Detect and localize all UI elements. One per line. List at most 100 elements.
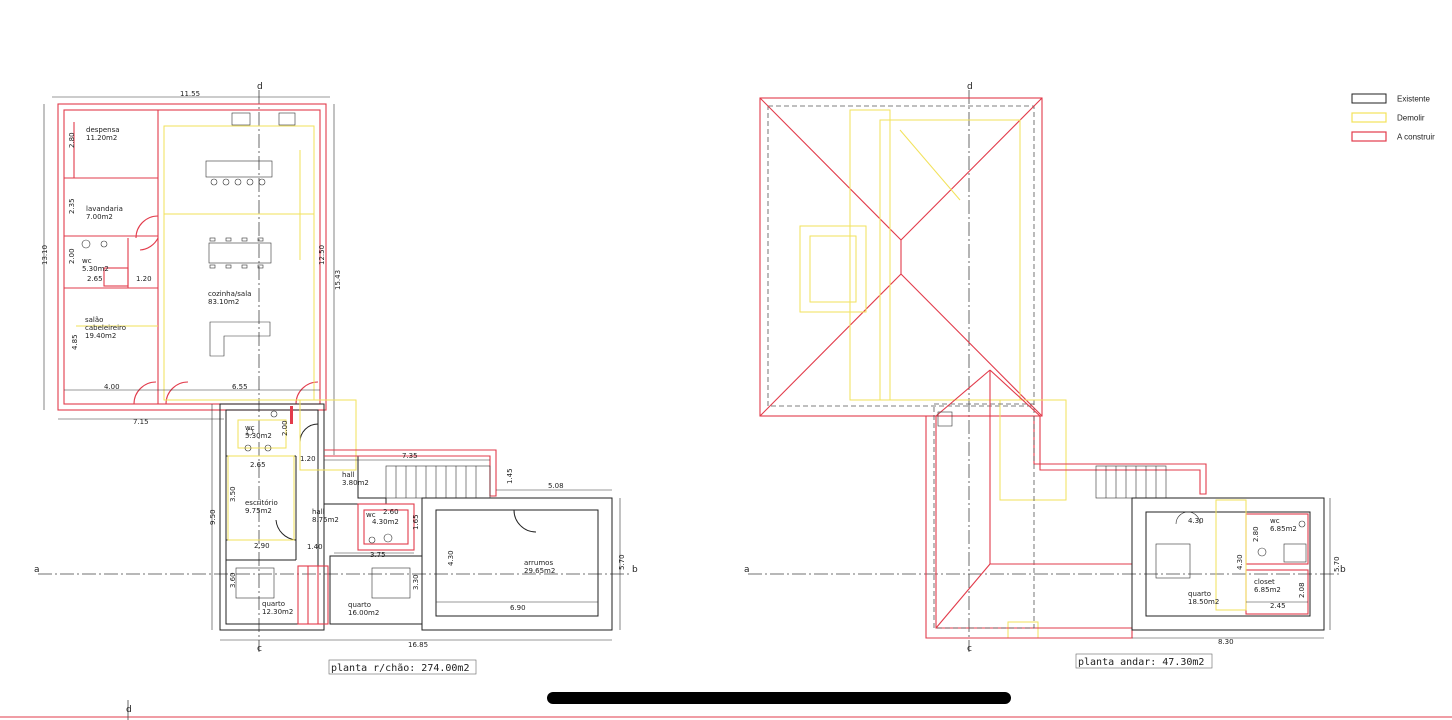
dim-4-00: 4.00 — [104, 383, 120, 391]
roof-hip — [759, 97, 902, 241]
dim-2-90: 2.90 — [254, 542, 270, 550]
dim-15-43: 15.43 — [334, 270, 342, 290]
demolish-outline — [237, 419, 287, 449]
demolish-outline — [999, 399, 1067, 501]
room-area-closet: 6.85m2 — [1254, 586, 1281, 594]
axis-label-c: c — [257, 644, 262, 654]
room-name-arrumos: arrumos — [524, 559, 553, 567]
door-swing — [513, 509, 537, 533]
kitchen-hob — [278, 112, 296, 126]
kitchen-island — [205, 160, 273, 178]
sofa-l-shape — [209, 321, 271, 357]
room-name-despensa: despensa — [86, 126, 120, 134]
door-swing — [1187, 511, 1201, 525]
new-stair-wall — [324, 449, 497, 497]
dim-2-35: 2.35 — [68, 198, 76, 214]
new-wc-inner — [363, 509, 409, 545]
axis-label-d: d — [257, 82, 263, 92]
ground-floor-plan: d c a b — [34, 82, 638, 675]
door-swing — [295, 381, 319, 405]
sink-icon — [100, 240, 108, 248]
door-swing — [275, 519, 297, 541]
dim-2-65-a: 2.65 — [87, 275, 103, 283]
roof-eaves — [767, 105, 1035, 407]
door-swing — [133, 381, 157, 405]
room-name-wc-2: wc — [245, 424, 255, 432]
dim-2-80: 2.80 — [1252, 526, 1260, 542]
chair — [225, 237, 232, 242]
stool — [222, 178, 230, 186]
dim-1-20-b: 1.20 — [300, 455, 316, 463]
room-name-cozinha-sala: cozinha/sala — [208, 290, 251, 298]
dim-9-50: 9.50 — [209, 509, 217, 525]
roof-hip — [759, 273, 902, 417]
door-swing — [135, 215, 159, 239]
roof-hip — [935, 563, 991, 629]
lower-wing-outer-wall — [219, 403, 325, 631]
dim-4-30: 4.30 — [447, 550, 455, 566]
room-area-wc-1: 5.30m2 — [82, 265, 109, 273]
dim-4-85: 4.85 — [71, 334, 79, 350]
legend-swatch-a-construir — [1351, 131, 1387, 142]
room-name-wc: wc — [1270, 517, 1280, 525]
toilet-icon — [81, 239, 91, 249]
main-block-inner-wall — [63, 109, 321, 405]
dim-3-30: 3.30 — [412, 574, 420, 590]
bed — [371, 567, 411, 599]
dim-3-60: 3.60 — [229, 572, 237, 588]
arrumos-outer-wall — [421, 497, 613, 631]
lower-roof-eaves — [933, 403, 1035, 629]
new-wall-segment — [290, 406, 293, 424]
room-area-lavandaria: 7.00m2 — [86, 213, 113, 221]
roof-hip — [900, 97, 1043, 241]
legend-label-demolir: Demolir — [1397, 114, 1425, 123]
room-area-wc-3: 4.30m2 — [372, 518, 399, 526]
roof-hip — [989, 369, 1041, 417]
dim-6-55: 6.55 — [232, 383, 248, 391]
dim-1-45: 1.45 — [506, 468, 514, 484]
room-name-salao-2: cabeleireiro — [85, 324, 126, 332]
room-area-escritorio: 9.75m2 — [245, 507, 272, 515]
room-name-lavandaria: lavandaria — [86, 205, 123, 213]
toilet-icon — [1257, 547, 1267, 557]
chimney — [937, 411, 953, 427]
dim-6-90: 6.90 — [510, 604, 526, 612]
demolish-outline — [227, 455, 295, 541]
roof-hip — [935, 369, 991, 417]
dim-5-70: 5.70 — [618, 554, 626, 570]
dim-1-65: 1.65 — [412, 514, 420, 530]
demolish-outline — [849, 109, 891, 401]
room-name-wc-3: wc — [366, 511, 376, 519]
dim-1-20-a: 1.20 — [136, 275, 152, 283]
dim-2-80: 2.80 — [68, 132, 76, 148]
room-area-cozinha-sala: 83.10m2 — [208, 298, 239, 306]
sink-icon — [1298, 520, 1306, 528]
room-name-hall-2: hall — [312, 508, 325, 516]
ground-floor-title: planta r/chão: 274.00m2 — [331, 663, 469, 674]
kitchen-sink — [231, 112, 251, 126]
upper-block-inner-wall — [1145, 511, 1311, 617]
dim-12-50: 12.50 — [318, 245, 326, 265]
dim-5-70: 5.70 — [1333, 556, 1341, 572]
door-swing — [1175, 511, 1189, 525]
lower-roof-outline — [925, 416, 1133, 639]
arrumos-inner-wall — [435, 509, 599, 617]
dim-2-00-b: 2.00 — [281, 420, 289, 436]
staircase — [385, 465, 491, 499]
room-area-hall-1: 3.80m2 — [342, 479, 369, 487]
room-area-quarto-2: 16.00m2 — [348, 609, 379, 617]
dim-4-30-a: 4.30 — [1188, 517, 1204, 525]
dim-16-85: 16.85 — [408, 641, 428, 649]
home-indicator[interactable] — [547, 692, 1011, 704]
dim-5-08: 5.08 — [548, 482, 564, 490]
room-name-quarto: quarto — [1188, 590, 1211, 598]
dim-11-55: 11.55 — [180, 90, 200, 98]
upper-floor-plan: d c a b — [744, 82, 1346, 669]
dining-table — [208, 242, 272, 264]
shower — [1283, 543, 1307, 563]
room-area-arrumos: 29.65m2 — [524, 567, 555, 575]
room-name-hall-1: hall — [342, 471, 355, 479]
room-area-salao: 19.40m2 — [85, 332, 116, 340]
chair — [225, 264, 232, 269]
